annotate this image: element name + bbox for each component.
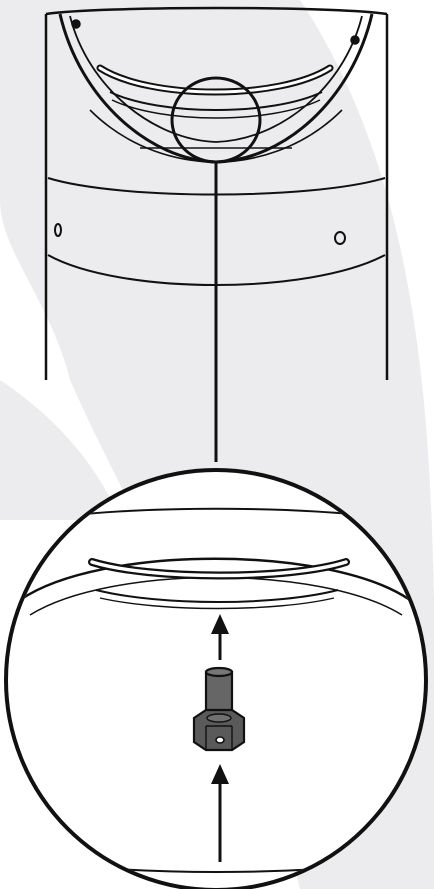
hex-bolt	[192, 666, 246, 752]
arrow-up-upper	[211, 614, 229, 660]
arrow-up-lower	[211, 764, 229, 862]
mounting-slot	[96, 64, 334, 119]
